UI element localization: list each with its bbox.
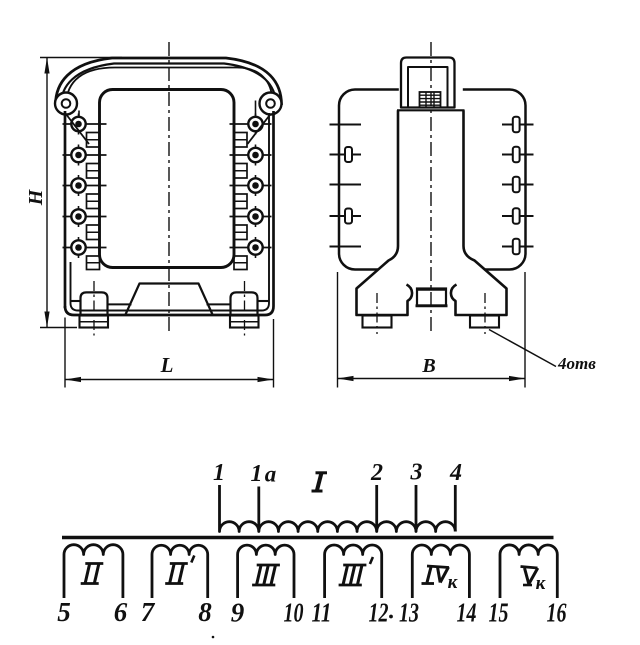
- svg-text:1: 1: [251, 461, 263, 487]
- svg-text:6: 6: [114, 597, 128, 627]
- svg-text:5: 5: [57, 597, 71, 627]
- svg-text:9: 9: [231, 598, 245, 628]
- svg-text:13: 13: [399, 598, 419, 628]
- svg-text:15: 15: [489, 598, 509, 628]
- svg-text:3: 3: [410, 460, 423, 486]
- svg-text:H: H: [25, 188, 47, 206]
- svg-text:11: 11: [312, 598, 332, 628]
- svg-text:к: к: [448, 572, 459, 593]
- svg-text:1: 1: [213, 460, 225, 486]
- svg-text:4отв: 4отв: [557, 354, 596, 373]
- svg-text:7: 7: [141, 597, 156, 627]
- svg-text:12: 12: [369, 598, 389, 628]
- svg-text:14: 14: [457, 598, 477, 628]
- svg-text:к: к: [536, 573, 547, 594]
- svg-text:L: L: [160, 353, 174, 377]
- svg-text:2: 2: [370, 460, 383, 486]
- svg-text:B: B: [421, 355, 435, 377]
- svg-text:16: 16: [547, 598, 567, 628]
- svg-text:8: 8: [198, 597, 212, 627]
- svg-text:4: 4: [449, 460, 462, 486]
- svg-text:10: 10: [284, 598, 304, 628]
- svg-text:а: а: [265, 462, 277, 487]
